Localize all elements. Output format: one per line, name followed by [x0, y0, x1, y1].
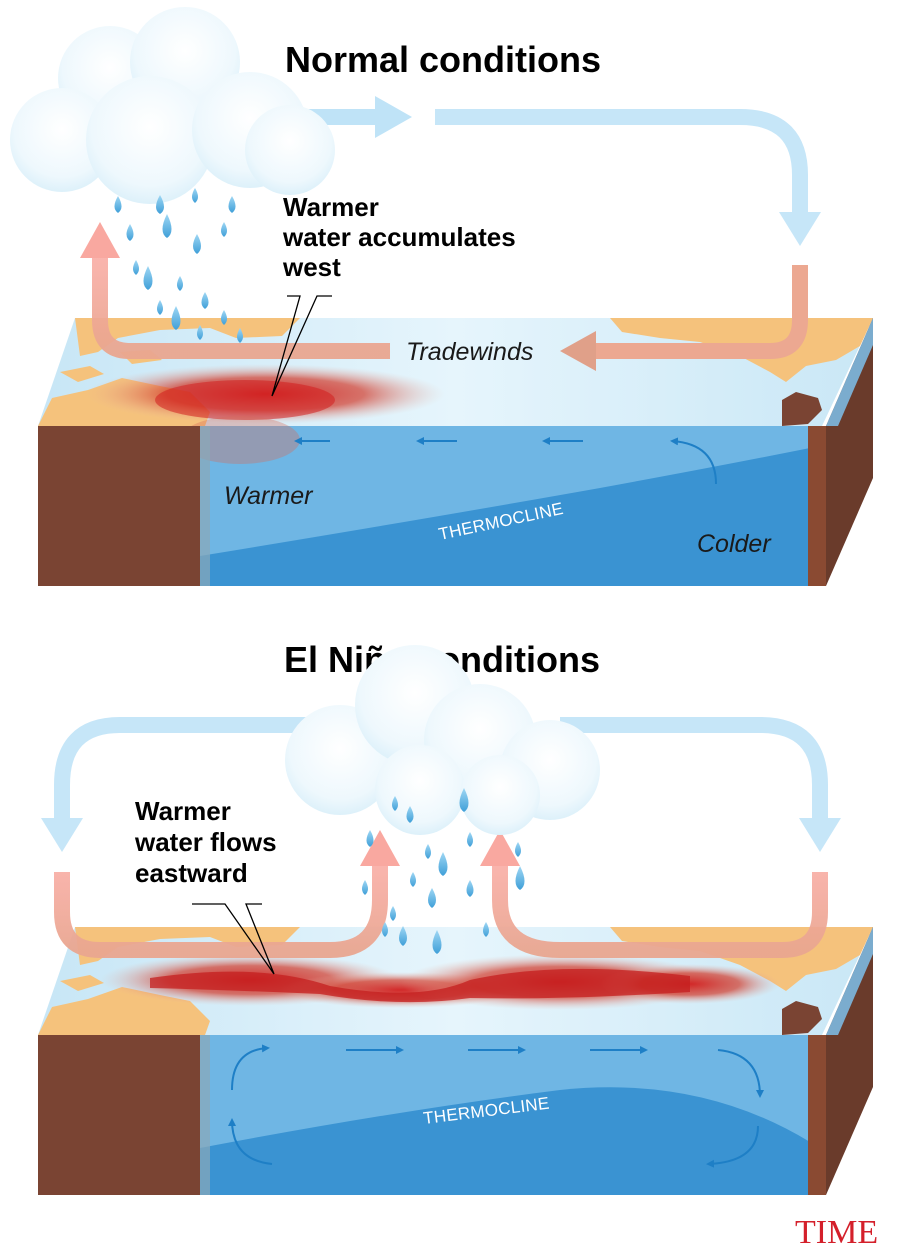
- warmer-label: Warmer: [224, 482, 314, 510]
- sinking-air-arrow: [560, 265, 808, 371]
- land-asia: [75, 318, 300, 356]
- raindrops: [362, 788, 525, 954]
- thermocline-layer: [200, 1087, 810, 1195]
- time-logo: TIME: [795, 1214, 878, 1251]
- ocean-current-arrows: [228, 1044, 764, 1168]
- raindrops: [114, 188, 243, 343]
- thermocline-layer: [200, 448, 810, 586]
- ocean-block: [38, 927, 873, 1195]
- ocean-current-arrows: [294, 437, 717, 485]
- rising-warm-air-arrows: [54, 830, 828, 958]
- rain-cloud: [10, 7, 335, 204]
- east-landmass-wall: [808, 426, 826, 586]
- panel-title: Normal conditions: [285, 39, 601, 80]
- upper-air-flow-arrows: [41, 717, 841, 852]
- colder-label: Colder: [697, 530, 772, 558]
- callout-text: Warmer water accumulates west: [282, 192, 523, 282]
- panel-elnino: El Niño conditions: [38, 639, 873, 1195]
- callout-text: Warmer water flows eastward: [134, 796, 284, 888]
- tradewinds-label: Tradewinds: [406, 338, 533, 366]
- panel-normal: Normal conditions: [10, 7, 873, 586]
- rain-cloud: [285, 645, 600, 835]
- west-landmass-wall: [38, 426, 200, 586]
- rising-warm-air-arrow: [80, 222, 390, 359]
- callout-pointer: [271, 295, 332, 397]
- callout-pointer: [192, 903, 275, 975]
